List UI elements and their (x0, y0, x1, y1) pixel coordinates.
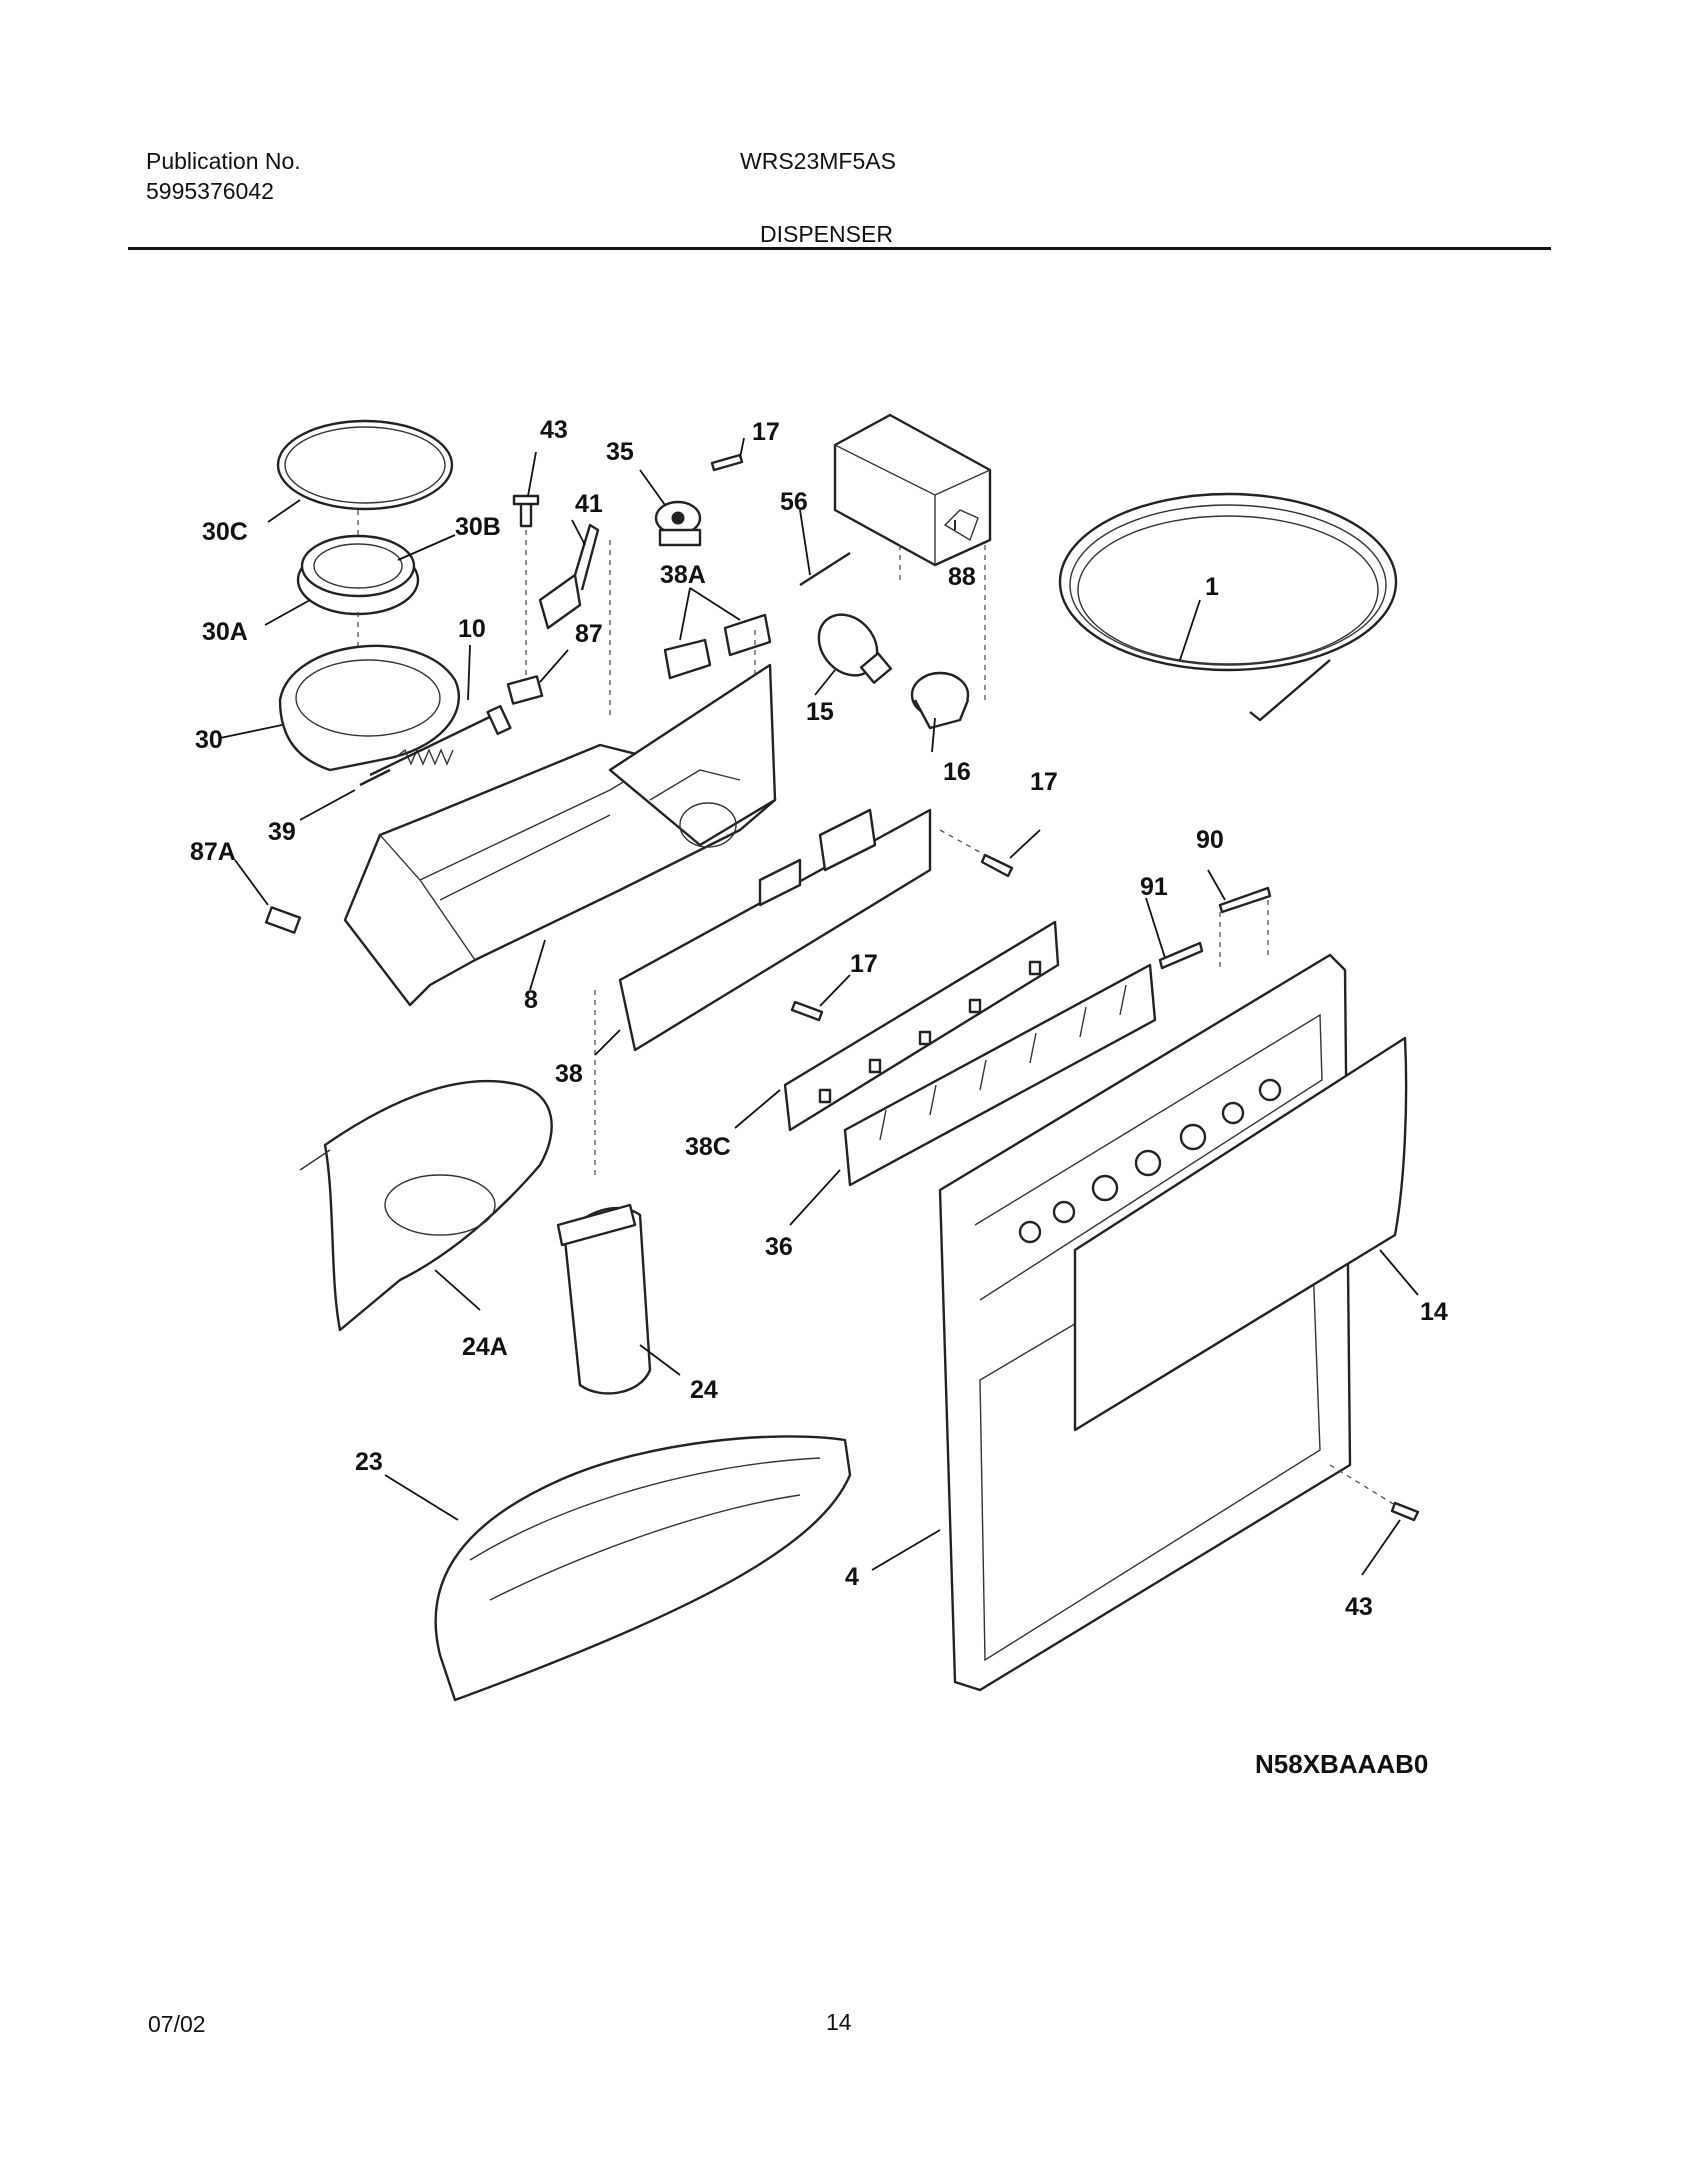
part-56-pin (799, 551, 851, 587)
callout-35: 35 (606, 438, 634, 466)
page-number: 14 (826, 2009, 852, 2035)
part-39-shaft (359, 768, 391, 787)
callout-87: 87 (575, 620, 603, 648)
callout-17-right: 17 (1030, 768, 1058, 796)
callout-38: 38 (555, 1060, 583, 1088)
part-38c-control-board (783, 920, 1060, 1132)
part-23-drip-tray (434, 1435, 852, 1702)
part-17-screw-middle (790, 1000, 824, 1022)
callout-17-middle: 17 (850, 950, 878, 978)
callout-88: 88 (948, 563, 976, 591)
assembly-drawing (264, 413, 1420, 1702)
publication-number: 5995376042 (146, 178, 274, 204)
model-number: WRS23MF5AS (740, 148, 896, 174)
publication-label: Publication No. (146, 148, 301, 174)
callout-1: 1 (1205, 573, 1219, 601)
part-8-dispenser-housing (343, 663, 777, 1007)
callout-36: 36 (765, 1233, 793, 1261)
part-1-water-tube (1058, 492, 1398, 722)
callout-4: 4 (845, 1563, 859, 1591)
part-10-spring (369, 704, 512, 777)
part-30a-30b-lens (296, 534, 420, 616)
header-rule (128, 247, 1551, 250)
part-17-screw-top (710, 453, 744, 472)
callout-43-bottom: 43 (1345, 1593, 1373, 1621)
callout-43-top: 43 (540, 416, 568, 444)
diagram-code: N58XBAAAB0 (1255, 1749, 1428, 1779)
part-38a-switches (663, 613, 772, 680)
callout-38a: 38A (660, 561, 706, 589)
callout-8: 8 (524, 986, 538, 1014)
part-90-pin (1218, 886, 1272, 914)
callout-41: 41 (575, 490, 603, 518)
part-35-switch (654, 500, 702, 547)
part-41-bracket (538, 523, 600, 630)
callout-15: 15 (806, 698, 834, 726)
part-24a-ice-chute (299, 1079, 553, 1332)
callout-87a: 87A (190, 838, 236, 866)
callout-30a: 30A (202, 618, 248, 646)
callout-30c: 30C (202, 518, 248, 546)
part-43-screw (512, 494, 540, 528)
part-36-switch-board (843, 963, 1157, 1187)
callout-labels: 30C 43 35 17 56 88 30B 41 1 38A 30A 10 8… (190, 416, 1448, 1621)
part-30-light-housing (278, 644, 460, 772)
callout-24a: 24A (462, 1333, 508, 1361)
callout-16: 16 (943, 758, 971, 786)
callout-30: 30 (195, 726, 223, 754)
part-88-module (833, 413, 992, 567)
part-87-clip (506, 675, 544, 705)
part-30c-gasket (276, 419, 454, 511)
part-91-pin (1158, 941, 1204, 970)
callout-30b: 30B (455, 513, 501, 541)
section-title: DISPENSER (760, 221, 893, 247)
part-24-chute-door (556, 1203, 652, 1395)
callout-56: 56 (780, 488, 808, 516)
callout-91: 91 (1140, 873, 1168, 901)
callout-leaders (219, 437, 1419, 1576)
callout-23: 23 (355, 1448, 383, 1476)
part-16-socket (910, 671, 970, 730)
part-38-control-board (618, 808, 932, 1052)
callout-10: 10 (458, 615, 486, 643)
callout-38c: 38C (685, 1133, 731, 1161)
callout-17-top: 17 (752, 418, 780, 446)
part-87a-clip (264, 906, 302, 934)
callout-90: 90 (1196, 826, 1224, 854)
part-15-light-bulb (817, 613, 893, 684)
part-43-screw-bottom (1390, 1501, 1420, 1522)
part-17-screw-right (980, 853, 1014, 878)
footer-date: 07/02 (148, 2011, 206, 2037)
part-14-dispenser-pad (1073, 1036, 1408, 1432)
callout-14: 14 (1420, 1298, 1448, 1326)
callout-39: 39 (268, 818, 296, 846)
callout-24: 24 (690, 1376, 718, 1404)
